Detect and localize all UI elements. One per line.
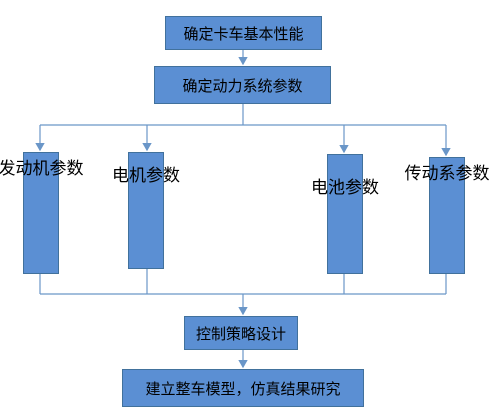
box-char: 机 [129, 166, 146, 186]
box-char: 池 [328, 178, 345, 198]
box-char: 参 [146, 166, 163, 186]
box-char: 数 [472, 164, 490, 184]
box-char: 动 [15, 159, 33, 179]
box-char: 电 [112, 166, 129, 186]
box-battery-params: 电池参数 [311, 154, 379, 274]
box-char: 动 [421, 164, 439, 184]
box-char: 参 [49, 159, 67, 179]
box-char: 参 [345, 178, 362, 198]
box-char: 系 [438, 164, 456, 184]
box-truck-performance: 确定卡车基本性能 [165, 16, 322, 50]
box-motor-params: 电机参数 [112, 152, 180, 269]
box-engine-params: 发动机参数 [0, 152, 84, 274]
box-char: 数 [66, 159, 84, 179]
box-vehicle-model: 建立整车模型，仿真结果研究 [122, 369, 364, 407]
box-char: 传 [404, 164, 422, 184]
box-char: 数 [163, 166, 180, 186]
box-char: 电 [311, 178, 328, 198]
box-powertrain-params: 确定动力系统参数 [154, 66, 331, 104]
box-control-strategy: 控制策略设计 [184, 316, 298, 350]
box-char: 机 [32, 159, 50, 179]
box-transmission-params: 传动系参数 [405, 157, 490, 274]
box-char: 数 [362, 178, 379, 198]
box-char: 发 [0, 159, 16, 179]
box-char: 参 [455, 164, 473, 184]
